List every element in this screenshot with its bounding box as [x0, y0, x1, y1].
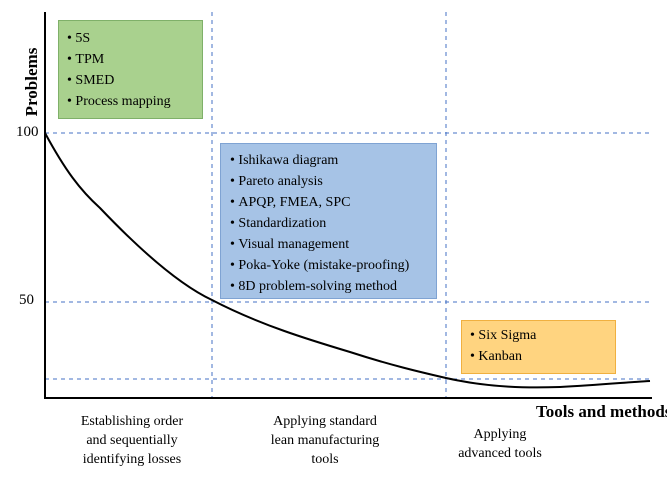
tool-item: Standardization [230, 213, 436, 234]
tool-item: TPM [67, 49, 202, 70]
tools-box-stage-2: Ishikawa diagram Pareto analysis APQP, F… [220, 143, 437, 299]
tool-item: Poka-Yoke (mistake-proofing) [230, 255, 436, 276]
tool-item: Pareto analysis [230, 171, 436, 192]
y-tick-100: 100 [16, 124, 39, 140]
tool-item: Process mapping [67, 91, 202, 112]
stage-label-3: Applying advanced tools [458, 427, 542, 461]
tool-item: 5S [67, 28, 202, 49]
tool-item: APQP, FMEA, SPC [230, 192, 436, 213]
stage-label-1: Establishing order and sequentially iden… [80, 414, 184, 467]
stage-label-2: Applying standard lean manufacturing too… [270, 414, 380, 467]
tool-item: Six Sigma [470, 325, 615, 346]
tool-item: SMED [67, 70, 202, 91]
tools-box-stage-1: 5S TPM SMED Process mapping [58, 20, 203, 119]
problems-curve [44, 132, 651, 389]
tool-item: Kanban [470, 346, 615, 367]
tool-item: Visual management [230, 234, 436, 255]
x-axis-title: Tools and methods [536, 402, 667, 421]
tool-item: 8D problem-solving method [230, 276, 436, 297]
y-axis-title: Problems [22, 47, 41, 117]
tools-box-stage-3: Six Sigma Kanban [461, 320, 616, 374]
y-tick-50: 50 [19, 292, 34, 308]
tool-item: Ishikawa diagram [230, 150, 436, 171]
